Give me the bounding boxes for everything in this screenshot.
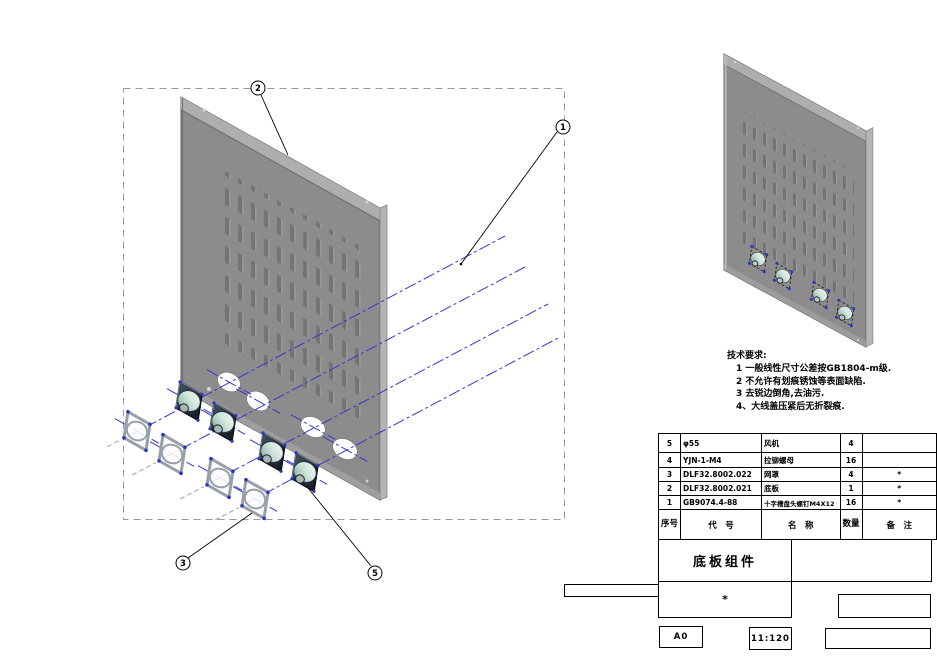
technical-notes: 技术要求: 1 一般线性尺寸公差按GB1804-m级. 2 不允许有划痕锈蚀等表…	[727, 350, 891, 414]
guard-frame-3	[205, 456, 235, 500]
fan-guard-frames	[122, 409, 270, 521]
table-row: 2 DLF32.8002.021 底板 1 *	[657, 481, 937, 496]
bom-part-name: 拉铆螺母	[760, 452, 841, 468]
bom-seq: 1	[657, 495, 682, 510]
bom-qty: 4	[839, 433, 863, 453]
bom-code: YJN-1-M4	[680, 452, 762, 468]
fan-1	[174, 380, 204, 422]
fan-2	[208, 401, 238, 443]
bom-code: DLF32.8002.022	[680, 467, 762, 482]
rear-fan-3	[809, 280, 831, 310]
bom-header-remark: 备 注	[861, 509, 937, 540]
balloon-item-3: 3	[175, 555, 191, 571]
sheet-size: A0	[673, 632, 689, 642]
table-row: 4 YJN-1-M4 拉铆螺母 16	[657, 452, 937, 468]
table-row: 3 DLF32.8002.022 网罩 4 *	[657, 467, 937, 482]
bom-remark: *	[861, 495, 937, 510]
bom-code: GB9074.4-88	[680, 495, 762, 510]
title-block-mark-cell: *	[658, 581, 792, 618]
view-boundary-dashed-box	[123, 88, 565, 520]
bom-part-name: 网罩	[760, 467, 841, 482]
technical-note-4: 4、大线盖压紧后无折裂痕.	[736, 402, 845, 413]
technical-note-1: 1 一般线性尺寸公差按GB1804-m级.	[736, 363, 892, 374]
balloons: 2 1 3 5	[175, 80, 571, 581]
rear-fan-1	[747, 244, 769, 274]
bom-remark	[861, 433, 937, 453]
guard-frame-1	[122, 409, 152, 453]
rear-fan-4	[834, 298, 856, 328]
bom-remark: *	[861, 481, 937, 496]
bom-qty: 16	[839, 495, 863, 510]
bom-code: DLF32.8002.021	[680, 481, 762, 496]
fan-3	[257, 431, 287, 473]
title-block-left-bar	[564, 584, 659, 597]
rear-view-fans	[747, 244, 856, 328]
bom-header-qty: 数量	[839, 509, 863, 540]
table-row: 1 GB9074.4-88 十字槽盘头螺钉M4X12 16 *	[657, 495, 937, 510]
fan-4	[290, 451, 320, 493]
exploded-view: 2 1 3 5	[106, 80, 571, 581]
bom-seq: 4	[657, 452, 682, 468]
title-block-aux-box	[838, 594, 931, 618]
assembled-rear-view	[723, 53, 874, 348]
bom-header-row: 序号 代 号 名 称 数量 备 注	[657, 509, 937, 540]
explode-trail-dashes	[106, 439, 240, 521]
drawing-scale: 11:120	[751, 633, 790, 644]
title-block-right-cell	[791, 539, 932, 582]
bottom-right-box	[825, 628, 931, 649]
bom-part-name: 风机	[760, 433, 841, 453]
bom-part-name: 十字槽盘头螺钉M4X12	[760, 495, 841, 510]
bom-seq: 3	[657, 467, 682, 482]
sheet-size-box: A0	[659, 626, 703, 648]
guard-frame-2	[157, 432, 187, 476]
bom-qty: 1	[839, 481, 863, 496]
technical-note-2: 2 不允许有划痕锈蚀等表面缺陷.	[736, 376, 866, 387]
scale-box: 11:120	[749, 627, 792, 650]
technical-notes-title: 技术要求:	[727, 351, 767, 361]
technical-note-3: 3 去锐边倒角,去油污.	[736, 389, 825, 400]
bom-code: φ55	[680, 433, 762, 453]
bom-qty: 16	[839, 452, 863, 468]
bom-part-name: 底板	[760, 481, 841, 496]
bom-seq: 2	[657, 481, 682, 496]
drawing-title: 底板组件	[692, 555, 757, 570]
balloon-item-5: 5	[367, 565, 383, 581]
svg-text:1: 1	[560, 123, 566, 133]
fans	[174, 380, 320, 493]
svg-text:5: 5	[372, 569, 378, 579]
svg-text:3: 3	[180, 559, 186, 569]
bottom-plate-panel	[180, 96, 388, 501]
bom-header-seq: 序号	[657, 509, 682, 540]
bom-header-name: 名 称	[760, 509, 841, 540]
bom-header-code: 代 号	[680, 509, 762, 540]
rear-fan-2	[772, 261, 794, 291]
title-block-name-cell: 底板组件	[658, 539, 792, 582]
balloon-leaders	[187, 94, 558, 567]
guard-frame-4	[240, 477, 270, 521]
bom-qty: 4	[839, 467, 863, 482]
svg-text:2: 2	[255, 84, 261, 94]
balloon-item-2: 2	[250, 80, 266, 96]
bom-remark: *	[861, 467, 937, 482]
table-row: 5 φ55 风机 4	[657, 433, 937, 453]
bom-remark	[861, 452, 937, 468]
balloon-item-1: 1	[555, 119, 571, 135]
bom-table: 5 φ55 风机 4 4 YJN-1-M4 拉铆螺母 16 3 DLF32.80…	[657, 433, 937, 540]
material-mark: *	[722, 593, 728, 606]
bom-seq: 5	[657, 433, 682, 453]
